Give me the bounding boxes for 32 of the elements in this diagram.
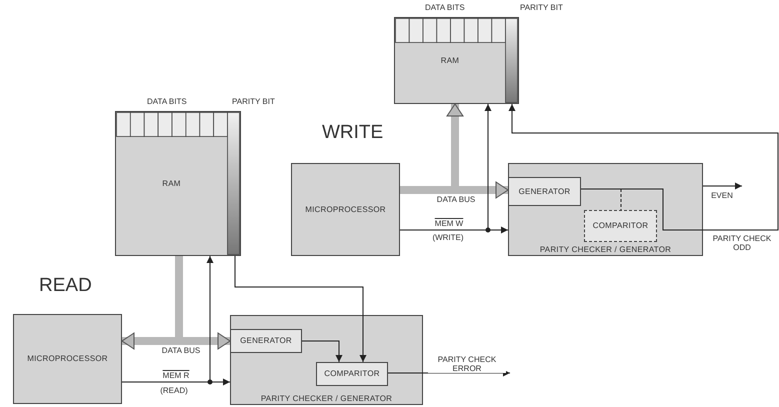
checker-panel xyxy=(230,315,423,405)
circuit-block xyxy=(230,329,302,353)
column-heading: PARITY BIT xyxy=(520,3,563,12)
signal-name: (READ) xyxy=(159,386,189,395)
section-title: READ xyxy=(39,275,92,297)
column-heading: PARITY BIT xyxy=(232,97,275,106)
circuit-block xyxy=(584,210,657,242)
block-label: PARITY CHECKER / GENERATOR xyxy=(260,394,392,403)
signal-name: (WRITE) xyxy=(431,233,465,242)
block-label: PARITY CHECKER / GENERATOR xyxy=(540,245,672,254)
block-label: GENERATOR xyxy=(518,186,570,196)
edge-label: PARITY CHECK ERROR xyxy=(428,355,506,373)
processor-box xyxy=(13,314,122,404)
section-title: WRITE xyxy=(322,122,384,144)
signal-arrow xyxy=(234,256,366,362)
block-label: COMPARITOR xyxy=(592,221,648,230)
block-label: RAM xyxy=(440,56,460,64)
signal-arrow xyxy=(702,182,742,190)
signal-arrow xyxy=(508,104,778,230)
processor-box xyxy=(291,163,400,256)
block-label: MICROPROCESSOR xyxy=(27,354,108,363)
circuit-block xyxy=(316,362,388,386)
signal-arrow xyxy=(302,340,342,362)
checker-panel xyxy=(508,163,703,256)
circuit-block xyxy=(508,177,581,206)
block-label: GENERATOR xyxy=(240,336,292,345)
signal-arrow xyxy=(388,370,510,376)
block-label: COMPARITOR xyxy=(324,369,380,378)
block-label: MICROPROCESSOR xyxy=(305,204,386,214)
column-heading: DATA BITS xyxy=(425,3,465,12)
block-label: RAM xyxy=(162,178,181,188)
column-heading: DATA BITS xyxy=(147,97,187,106)
